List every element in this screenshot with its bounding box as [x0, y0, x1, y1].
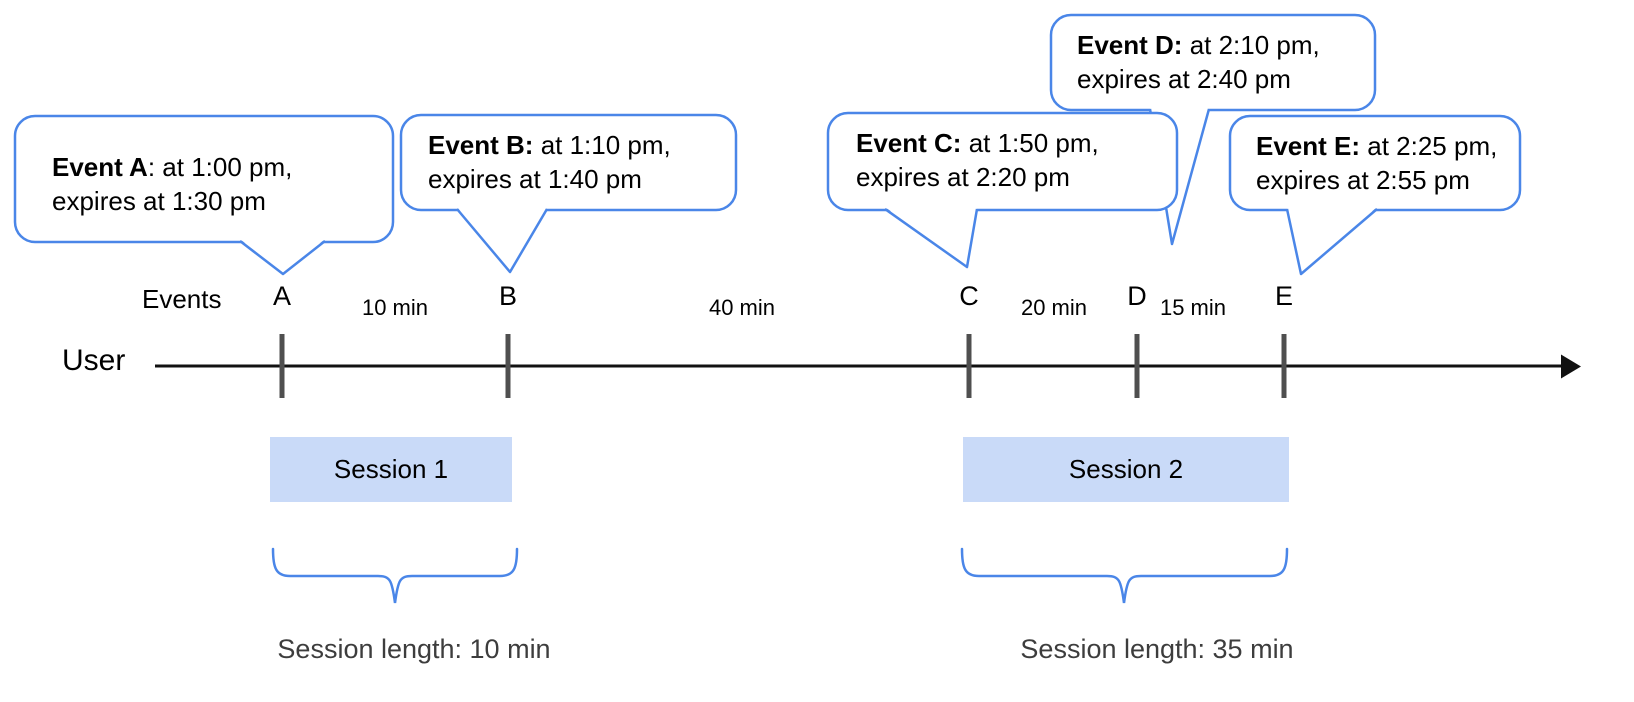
tick-label-d: D: [1127, 281, 1147, 311]
event-c-time: at 1:50 pm,: [961, 128, 1099, 158]
event-d-expiry: expires at 2:40 pm: [1077, 64, 1291, 94]
tick-label-e: E: [1274, 281, 1294, 311]
event-d-time: at 2:10 pm,: [1182, 30, 1320, 60]
events-axis-label: Events: [142, 284, 222, 314]
session1-length-label: Session length: 10 min: [277, 634, 551, 664]
callout-bubble-event-a: [13, 114, 395, 276]
interval-label-d-e: 15 min: [1159, 295, 1227, 320]
session1-box: Session 1: [270, 437, 512, 502]
event-b-name: Event B:: [428, 130, 534, 160]
session1-brace: [271, 547, 519, 604]
session2-length-label: Session length: 35 min: [1020, 634, 1294, 664]
tick-label-b: B: [498, 281, 518, 311]
interval-label-b-c: 40 min: [708, 295, 776, 320]
event-b-expiry: expires at 1:40 pm: [428, 164, 642, 194]
bubble-text-event-d: Event D: at 2:10 pm, expires at 2:40 pm: [1077, 28, 1320, 96]
session2-label: Session 2: [1068, 454, 1184, 484]
callout-bubble-event-c: [826, 111, 1179, 269]
interval-label-a-b: 10 min: [361, 295, 429, 320]
timeline-arrow: [155, 354, 1581, 379]
event-a-name: Event A: [52, 152, 148, 182]
timeline-arrowhead-icon: [1561, 354, 1581, 379]
session2-box: Session 2: [963, 437, 1289, 502]
event-ticks: [279, 334, 1287, 398]
interval-label-c-d: 20 min: [1020, 295, 1088, 320]
tick-label-a: A: [272, 281, 292, 311]
event-e-expiry: expires at 2:55 pm: [1256, 165, 1470, 195]
event-e-name: Event E:: [1256, 131, 1361, 161]
event-b-time: at 1:10 pm,: [533, 130, 671, 160]
event-a-time: : at 1:00 pm,: [147, 152, 293, 182]
tick-label-c: C: [959, 281, 979, 311]
session1-label: Session 1: [333, 454, 449, 484]
bubble-text-event-a: Event A: at 1:00 pm, expires at 1:30 pm: [52, 150, 292, 218]
user-axis-label: User: [62, 344, 126, 377]
event-d-name: Event D:: [1077, 30, 1183, 60]
event-a-expiry: expires at 1:30 pm: [52, 186, 266, 216]
session-braces: [271, 547, 1289, 604]
bubble-text-event-e: Event E: at 2:25 pm, expires at 2:55 pm: [1256, 129, 1497, 197]
callout-bubble-event-b: [399, 113, 738, 274]
bubble-text-event-c: Event C: at 1:50 pm, expires at 2:20 pm: [856, 126, 1099, 194]
event-c-name: Event C:: [856, 128, 962, 158]
session2-brace: [960, 547, 1289, 604]
event-e-time: at 2:25 pm,: [1360, 131, 1498, 161]
callout-bubble-event-e: [1228, 114, 1522, 276]
event-c-expiry: expires at 2:20 pm: [856, 162, 1070, 192]
bubble-text-event-b: Event B: at 1:10 pm, expires at 1:40 pm: [428, 128, 671, 196]
